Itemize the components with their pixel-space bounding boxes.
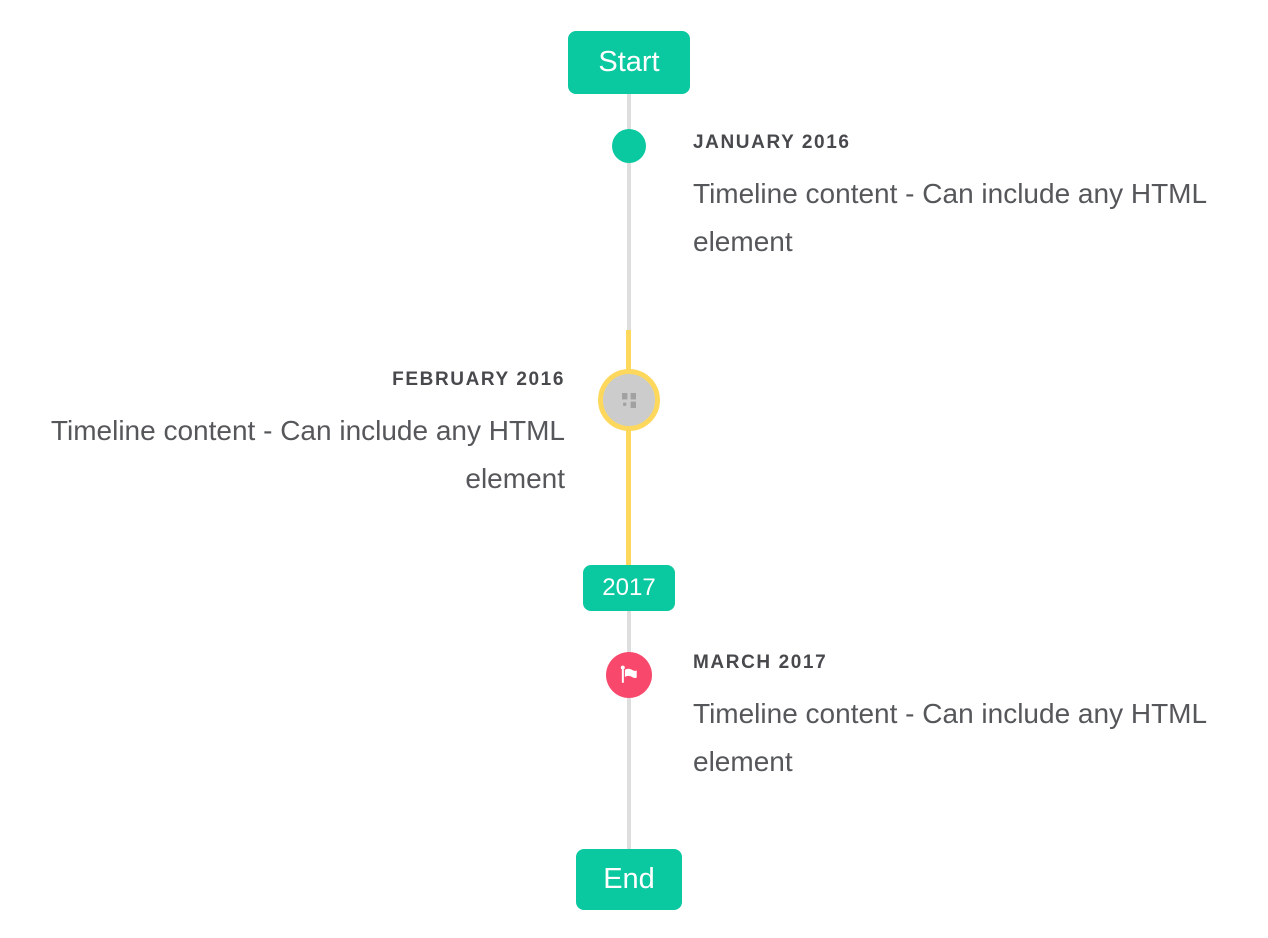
timeline-line-segment-top bbox=[627, 94, 631, 330]
event-content: Timeline content - Can include any HTML … bbox=[50, 415, 565, 494]
flag-icon bbox=[620, 665, 637, 683]
timeline-line-segment-highlighted bbox=[626, 330, 631, 565]
timeline-start-badge: Start bbox=[568, 31, 690, 94]
broken-image-icon bbox=[622, 392, 636, 408]
timeline-end-badge: End bbox=[576, 849, 682, 910]
timeline-event: JANUARY 2016 Timeline content - Can incl… bbox=[693, 131, 1233, 266]
event-marker-dot[interactable] bbox=[612, 129, 646, 163]
event-title: MARCH 2017 bbox=[693, 652, 828, 673]
timeline-year-badge: 2017 bbox=[583, 565, 675, 611]
event-marker-image[interactable] bbox=[598, 369, 660, 431]
timeline-event: MARCH 2017 Timeline content - Can includ… bbox=[693, 651, 1233, 786]
event-marker-flag[interactable] bbox=[606, 652, 652, 698]
timeline-line-segment-bottom bbox=[627, 611, 631, 849]
timeline-event: FEBRUARY 2016 Timeline content - Can inc… bbox=[25, 368, 565, 503]
event-title: JANUARY 2016 bbox=[693, 132, 851, 153]
event-content: Timeline content - Can include any HTML … bbox=[693, 178, 1207, 257]
event-content: Timeline content - Can include any HTML … bbox=[693, 698, 1207, 777]
event-title: FEBRUARY 2016 bbox=[392, 369, 565, 390]
